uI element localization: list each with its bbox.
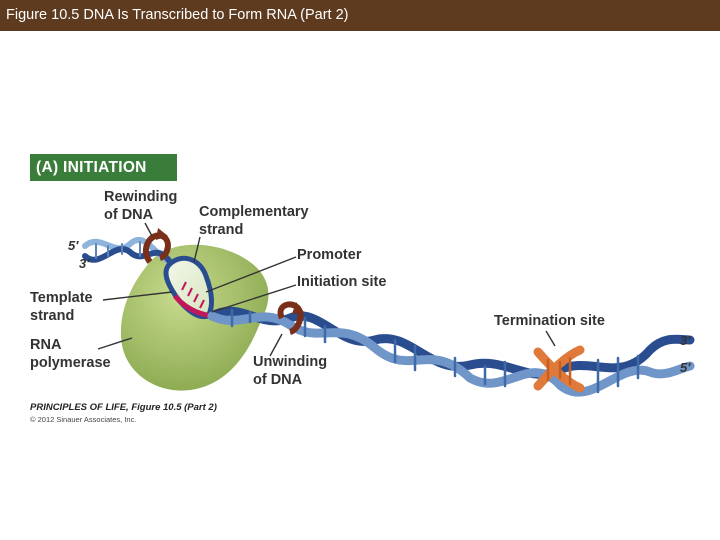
title-bar: Figure 10.5 DNA Is Transcribed to Form R… (0, 0, 720, 31)
label-termination-site: Termination site (494, 313, 605, 329)
rna-polymerase-blob (120, 244, 269, 391)
end-left-bottom: 3′ (79, 256, 90, 271)
panel-tag-label: (A) INITIATION (36, 159, 147, 176)
label-template-strand: Template strand (30, 290, 93, 324)
label-rewinding: Rewinding of DNA (104, 189, 178, 223)
end-right-top: 3′ (680, 333, 691, 348)
upstream-dna-helix (82, 236, 173, 265)
copyright-credit: © 2012 Sinauer Associates, Inc. (30, 415, 137, 424)
leader-lines (97, 222, 556, 357)
slide-title: Figure 10.5 DNA Is Transcribed to Form R… (6, 7, 349, 23)
figure-credit: PRINCIPLES OF LIFE, Figure 10.5 (Part 2) (30, 402, 217, 413)
label-complementary-strand: Complementary strand (199, 204, 309, 238)
termination-site-segment (533, 345, 585, 393)
downstream-dna-helix (207, 306, 695, 397)
panel-tag-initiation: (A) INITIATION (30, 154, 177, 181)
label-initiation-site: Initiation site (297, 274, 387, 290)
end-left-top: 5′ (68, 238, 79, 253)
label-promoter: Promoter (297, 247, 362, 263)
end-right-bottom: 5′ (680, 360, 691, 375)
label-unwinding: Unwinding of DNA (253, 354, 328, 388)
label-rna-polymerase: RNA polymerase (30, 337, 111, 371)
